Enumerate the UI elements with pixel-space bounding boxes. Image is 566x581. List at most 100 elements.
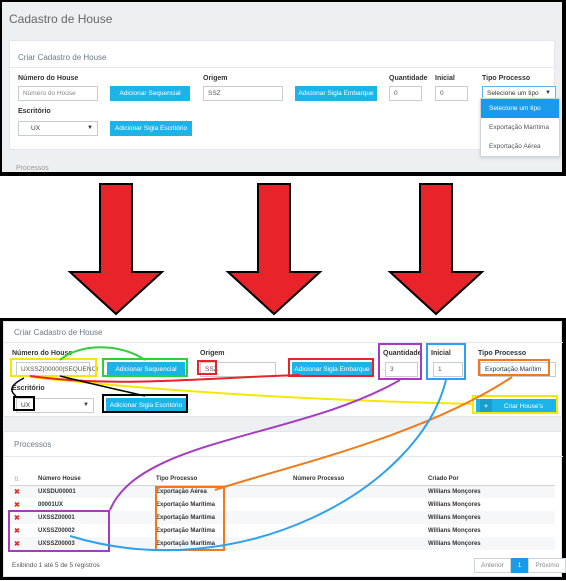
down-arrow-2 (225, 183, 323, 316)
quantidade-label: Quantidade (389, 75, 428, 82)
connector-orange (214, 376, 513, 491)
col-tipo-processo[interactable]: Tipo Processo (152, 474, 289, 486)
down-arrow-3 (387, 183, 485, 316)
escritorio-value: UX (31, 125, 41, 132)
quantidade-input[interactable]: 0 (389, 86, 422, 101)
dropdown-option[interactable]: Selecione um tipo (481, 99, 559, 118)
escritorio-select[interactable]: UX ▼ (18, 121, 98, 136)
cell-numero-processo (289, 511, 424, 524)
inicial-input[interactable]: 1 (433, 362, 463, 377)
criar-houses-button[interactable]: + Criar House's (476, 399, 556, 414)
processos-label: Processos (16, 165, 49, 172)
col-numero-processo[interactable]: Número Processo (289, 474, 424, 486)
quantidade-label: Quantidade (383, 350, 422, 357)
plus-icon: + (480, 399, 492, 414)
connector-black (11, 375, 146, 397)
pager-page-1[interactable]: 1 (510, 558, 529, 573)
add-sigla-embarque-button[interactable]: Adicionar Sigla Embarque (292, 362, 372, 377)
card-title: Criar Cadastro de House (18, 53, 107, 62)
tipo-processo-select[interactable]: Exportação Marítim (480, 362, 556, 377)
col-numero-house[interactable]: Número House (34, 474, 152, 486)
add-sequencial-button[interactable]: Adicionar Sequencial (110, 86, 190, 101)
chevron-down-icon: ▼ (83, 402, 89, 408)
cell-numero-processo (289, 485, 424, 498)
add-sigla-escritorio-button[interactable]: Adicionar Sigla Escritório (106, 398, 186, 413)
cell-numero-house: 00001UX (38, 501, 64, 508)
origem-input[interactable]: SSZ (203, 86, 283, 101)
delete-icon[interactable]: ✖ (10, 511, 34, 524)
numero-label: Número do House (12, 350, 73, 357)
top-create-card: Criar Cadastro de House Número do House … (9, 40, 556, 150)
connector-green (59, 346, 146, 361)
origem-label: Origem (200, 350, 225, 357)
delete-icon[interactable]: ✖ (14, 527, 20, 535)
connector-yellow (29, 376, 475, 405)
tipo-processo-dropdown[interactable]: Selecione um tipo Exportação Marítima Ex… (480, 98, 560, 157)
cell-tipo-processo: Exportação Marítima (156, 527, 216, 534)
quantidade-input[interactable]: 3 (385, 362, 418, 377)
card-title: Criar Cadastro de House (14, 328, 103, 337)
escritorio-label: Escritório (18, 108, 51, 115)
cell-tipo-processo: Exportação Marítima (156, 501, 216, 508)
escritorio-label: Escritório (12, 385, 45, 392)
card-divider (4, 342, 563, 343)
dropdown-option[interactable]: Exportação Aérea (489, 143, 541, 150)
escritorio-select[interactable]: UX ▼ (16, 398, 94, 413)
cell-numero-processo (289, 537, 424, 550)
top-frame: Cadastro de House Criar Cadastro de Hous… (0, 0, 566, 176)
cell-tipo-processo: Exportação Aérea (152, 485, 289, 498)
cell-numero-house: UXSSZ00002 (38, 527, 75, 534)
inicial-input[interactable]: 0 (435, 86, 468, 101)
criar-houses-label: Criar House's (503, 403, 543, 410)
add-sequencial-button[interactable]: Adicionar Sequencial (107, 362, 185, 377)
delete-icon[interactable]: ✖ (14, 501, 20, 509)
table-row: ✖ 00001UX Exportação Marítima Willians M… (10, 498, 555, 511)
tipo-processo-value: Selecione um tipo (487, 90, 539, 97)
connector-blue (69, 379, 447, 552)
table-row: ✖ UXSSZ00001 Exportação Marítima Willian… (10, 511, 555, 524)
add-sigla-embarque-button[interactable]: Adicionar Sigla Embarque (295, 86, 377, 101)
arrows (67, 183, 485, 316)
cell-tipo-processo: Exportação Marítima (152, 537, 289, 550)
tipo-processo-label: Tipo Processo (482, 75, 531, 82)
processos-card: Processos ⇅ Número House Tipo Processo N… (3, 431, 566, 577)
delete-icon[interactable]: ✖ (10, 537, 34, 550)
cell-criado-por: Willians Monçores (428, 501, 481, 508)
chevron-down-icon: ▼ (87, 125, 93, 131)
connector-purple (109, 379, 401, 511)
card-divider (10, 67, 556, 68)
tipo-processo-label: Tipo Processo (478, 350, 527, 357)
origem-input[interactable]: SSZ (200, 362, 276, 377)
tipo-processo-value: Exportação Marítim (485, 366, 542, 373)
add-sigla-escritorio-button[interactable]: Adicionar Sigla Escritório (110, 121, 192, 136)
footer-info: Exibindo 1 até 5 de 5 registros (12, 562, 100, 569)
cell-criado-por: Willians Monçores (424, 537, 555, 550)
cell-criado-por: Willians Monçores (428, 527, 481, 534)
cell-numero-house: UXSDU00001 (34, 485, 152, 498)
cell-criado-por: Willians Monçores (424, 485, 555, 498)
table-row: ✖ UXSSZ00003 Exportação Marítima Willian… (10, 537, 555, 550)
card-divider (4, 456, 563, 457)
page-title: Cadastro de House (9, 12, 113, 26)
top-page: Cadastro de House Criar Cadastro de Hous… (2, 2, 562, 172)
down-arrow-1 (67, 183, 165, 316)
origem-label: Origem (203, 75, 228, 82)
col-criado-por[interactable]: Criado Por (424, 474, 555, 486)
bottom-frame: Criar Cadastro de House Número do House … (0, 318, 566, 580)
cell-tipo-processo: Exportação Marítima (152, 511, 289, 524)
cell-numero-house: UXSSZ00001 (34, 511, 152, 524)
numero-label: Número do House (18, 75, 79, 82)
delete-icon[interactable]: ✖ (10, 485, 34, 498)
bottom-create-card: Criar Cadastro de House Número do House … (3, 321, 563, 417)
chevron-down-icon: ▼ (545, 90, 551, 96)
numero-input[interactable]: Número do House (18, 86, 98, 101)
table-header-row: ⇅ Número House Tipo Processo Número Proc… (10, 474, 555, 486)
table-row: ✖ UXSSZ00002 Exportação Marítima Willian… (10, 524, 555, 537)
bottom-page: Criar Cadastro de House Número do House … (3, 321, 566, 577)
inicial-label: Inicial (435, 75, 455, 82)
dropdown-option[interactable]: Exportação Marítima (489, 124, 549, 131)
escritorio-value: UX (21, 402, 31, 409)
cell-criado-por: Willians Monçores (424, 511, 555, 524)
pager-prev[interactable]: Anterior (474, 558, 511, 573)
sort-icon[interactable]: ⇅ (10, 474, 34, 486)
